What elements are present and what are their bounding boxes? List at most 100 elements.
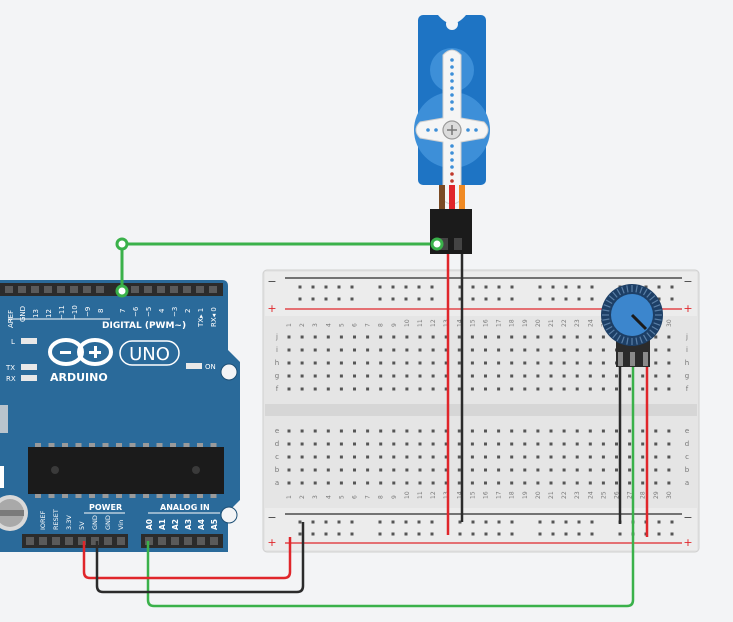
breadboard-hole[interactable]: [641, 374, 645, 378]
breadboard-hole[interactable]: [300, 361, 304, 365]
breadboard-hole[interactable]: [379, 429, 383, 433]
breadboard-hole[interactable]: [628, 481, 632, 485]
rail-hole[interactable]: [417, 520, 421, 524]
breadboard-hole[interactable]: [523, 335, 527, 339]
breadboard-hole[interactable]: [287, 374, 291, 378]
rail-hole[interactable]: [497, 285, 501, 289]
breadboard-hole[interactable]: [366, 455, 370, 459]
breadboard-hole[interactable]: [339, 348, 343, 352]
rail-hole[interactable]: [311, 520, 315, 524]
breadboard-hole[interactable]: [654, 481, 658, 485]
rail-hole[interactable]: [324, 297, 328, 301]
breadboard-hole[interactable]: [654, 387, 658, 391]
breadboard-hole[interactable]: [562, 455, 566, 459]
breadboard-hole[interactable]: [392, 348, 396, 352]
breadboard-hole[interactable]: [549, 335, 553, 339]
rail-hole[interactable]: [417, 297, 421, 301]
breadboard-hole[interactable]: [431, 374, 435, 378]
breadboard-hole[interactable]: [601, 374, 605, 378]
breadboard-hole[interactable]: [392, 335, 396, 339]
rail-hole[interactable]: [564, 285, 568, 289]
analog-pin[interactable]: [184, 537, 192, 545]
breadboard-hole[interactable]: [326, 348, 330, 352]
breadboard-hole[interactable]: [326, 468, 330, 472]
breadboard-hole[interactable]: [418, 361, 422, 365]
breadboard-hole[interactable]: [392, 374, 396, 378]
breadboard-hole[interactable]: [484, 468, 487, 472]
breadboard-hole[interactable]: [457, 455, 461, 459]
rail-hole[interactable]: [657, 532, 661, 536]
rail-hole[interactable]: [378, 285, 382, 289]
rail-hole[interactable]: [510, 297, 514, 301]
breadboard-hole[interactable]: [353, 348, 356, 352]
rail-hole[interactable]: [378, 297, 382, 301]
breadboard-hole[interactable]: [444, 455, 448, 459]
breadboard-hole[interactable]: [431, 481, 435, 485]
rail-hole[interactable]: [564, 520, 568, 524]
breadboard-hole[interactable]: [457, 481, 461, 485]
breadboard-hole[interactable]: [300, 455, 304, 459]
breadboard-hole[interactable]: [549, 455, 553, 459]
breadboard-hole[interactable]: [654, 455, 658, 459]
breadboard-hole[interactable]: [313, 348, 317, 352]
breadboard-hole[interactable]: [667, 348, 671, 352]
breadboard-hole[interactable]: [575, 361, 579, 365]
breadboard-hole[interactable]: [444, 481, 448, 485]
breadboard-hole[interactable]: [392, 468, 396, 472]
power-pin[interactable]: [91, 537, 99, 545]
breadboard-hole[interactable]: [523, 348, 527, 352]
rail-hole[interactable]: [590, 532, 594, 536]
breadboard-hole[interactable]: [549, 374, 553, 378]
breadboard-hole[interactable]: [536, 335, 540, 339]
breadboard-hole[interactable]: [300, 335, 304, 339]
breadboard-hole[interactable]: [615, 455, 618, 459]
breadboard-hole[interactable]: [470, 335, 474, 339]
breadboard-hole[interactable]: [444, 429, 448, 433]
rail-hole[interactable]: [391, 532, 395, 536]
breadboard-hole[interactable]: [562, 429, 566, 433]
breadboard-hole[interactable]: [405, 335, 409, 339]
breadboard-hole[interactable]: [418, 374, 422, 378]
rail-hole[interactable]: [324, 285, 328, 289]
breadboard-hole[interactable]: [313, 387, 317, 391]
breadboard-hole[interactable]: [615, 387, 618, 391]
rail-hole[interactable]: [564, 297, 568, 301]
breadboard-hole[interactable]: [562, 361, 566, 365]
rail-hole[interactable]: [404, 285, 408, 289]
breadboard-hole[interactable]: [536, 387, 540, 391]
breadboard-hole[interactable]: [497, 429, 501, 433]
arduino-uno-board[interactable]: AREF GND 13 12 ~11 ~10 ~9 8 7 ~6 ~5 4 ~3…: [0, 280, 240, 552]
breadboard-hole[interactable]: [470, 374, 474, 378]
breadboard-hole[interactable]: [667, 429, 671, 433]
rail-hole[interactable]: [484, 297, 488, 301]
breadboard-hole[interactable]: [628, 442, 632, 446]
rail-hole[interactable]: [350, 532, 354, 536]
analog-pin[interactable]: [197, 537, 205, 545]
breadboard-hole[interactable]: [484, 335, 487, 339]
rail-hole[interactable]: [577, 285, 581, 289]
breadboard-hole[interactable]: [523, 455, 527, 459]
rail-hole[interactable]: [471, 520, 475, 524]
digital-pin[interactable]: [157, 286, 165, 293]
breadboard-hole[interactable]: [366, 361, 370, 365]
rail-hole[interactable]: [497, 297, 501, 301]
breadboard-hole[interactable]: [431, 387, 435, 391]
breadboard-hole[interactable]: [353, 429, 356, 433]
breadboard-hole[interactable]: [470, 361, 474, 365]
breadboard-hole[interactable]: [405, 429, 409, 433]
breadboard-hole[interactable]: [444, 468, 448, 472]
breadboard-hole[interactable]: [641, 468, 645, 472]
breadboard-hole[interactable]: [484, 387, 487, 391]
breadboard-hole[interactable]: [588, 442, 592, 446]
breadboard-hole[interactable]: [484, 348, 487, 352]
breadboard-hole[interactable]: [353, 387, 356, 391]
breadboard-hole[interactable]: [287, 361, 291, 365]
breadboard-hole[interactable]: [588, 481, 592, 485]
rail-hole[interactable]: [510, 285, 514, 289]
breadboard-hole[interactable]: [523, 481, 527, 485]
breadboard-hole[interactable]: [523, 361, 527, 365]
breadboard-hole[interactable]: [300, 442, 304, 446]
breadboard-hole[interactable]: [353, 481, 356, 485]
breadboard-hole[interactable]: [484, 442, 487, 446]
breadboard-hole[interactable]: [431, 335, 435, 339]
